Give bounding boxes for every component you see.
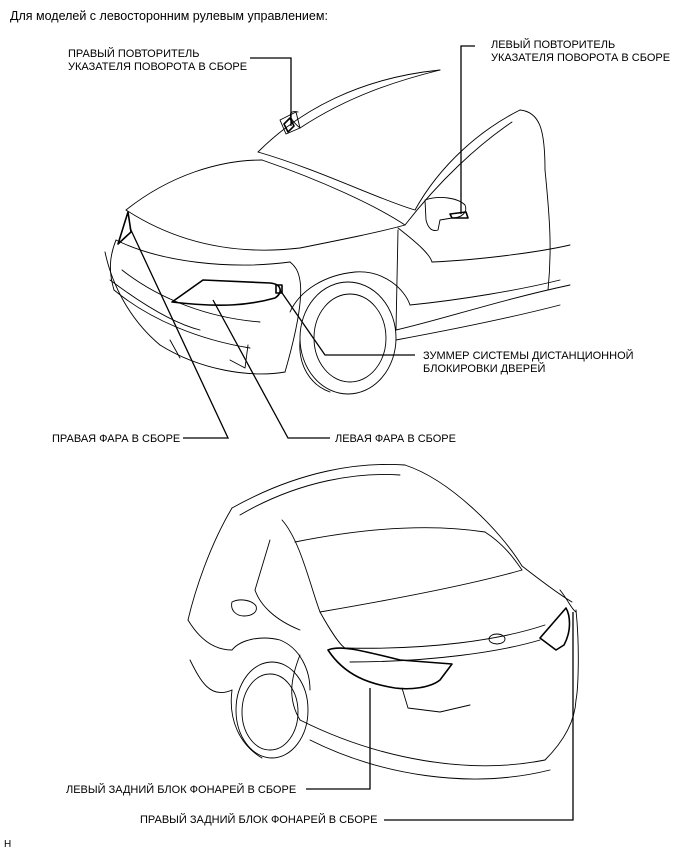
label-right-repeater-line1: ПРАВЫЙ ПОВТОРИТЕЛЬ (68, 48, 200, 60)
rear-leader-lines (306, 612, 574, 821)
right-headlamp-shape (117, 211, 132, 245)
label-left-rear-lamp: ЛЕВЫЙ ЗАДНИЙ БЛОК ФОНАРЕЙ В СБОРЕ (66, 784, 297, 796)
figure-code: H (4, 839, 12, 850)
right-repeater-shape (283, 117, 295, 133)
label-right-rear-lamp: ПРАВЫЙ ЗАДНИЙ БЛОК ФОНАРЕЙ В СБОРЕ (140, 814, 378, 826)
label-left-headlamp: ЛЕВАЯ ФАРА В СБОРЕ (335, 433, 456, 445)
label-door-lock-buzzer-line1: ЗУММЕР СИСТЕМЫ ДИСТАНЦИОННОЙ (423, 350, 634, 362)
right-rear-lamp-shape (539, 607, 571, 651)
label-right-headlamp: ПРАВАЯ ФАРА В СБОРЕ (52, 433, 181, 445)
front-leader-lines (129, 45, 475, 439)
rear-car-outline (187, 463, 579, 780)
label-left-repeater-line1: ЛЕВЫЙ ПОВТОРИТЕЛЬ (491, 39, 616, 51)
diagram-heading: Для моделей с левосторонним рулевым упра… (10, 9, 328, 23)
label-door-lock-buzzer-line2: БЛОКИРОВКИ ДВЕРЕЙ (423, 363, 546, 375)
label-right-repeater-line2: УКАЗАТЕЛЯ ПОВОРОТА В СБОРЕ (68, 61, 248, 73)
label-door-lock-buzzer: ЗУММЕР СИСТЕМЫ ДИСТАНЦИОННОЙ БЛОКИРОВКИ … (423, 350, 634, 376)
label-left-repeater: ЛЕВЫЙ ПОВТОРИТЕЛЬ УКАЗАТЕЛЯ ПОВОРОТА В С… (491, 39, 670, 65)
left-headlamp-shape (171, 279, 281, 307)
left-rear-lamp-shape (327, 647, 453, 690)
label-right-repeater: ПРАВЫЙ ПОВТОРИТЕЛЬ УКАЗАТЕЛЯ ПОВОРОТА В … (68, 48, 247, 74)
front-car-outline (104, 69, 571, 395)
label-left-repeater-line2: УКАЗАТЕЛЯ ПОВОРОТА В СБОРЕ (491, 52, 671, 64)
rear-highlighted-parts (327, 607, 571, 690)
door-lock-buzzer-shape (275, 284, 283, 294)
